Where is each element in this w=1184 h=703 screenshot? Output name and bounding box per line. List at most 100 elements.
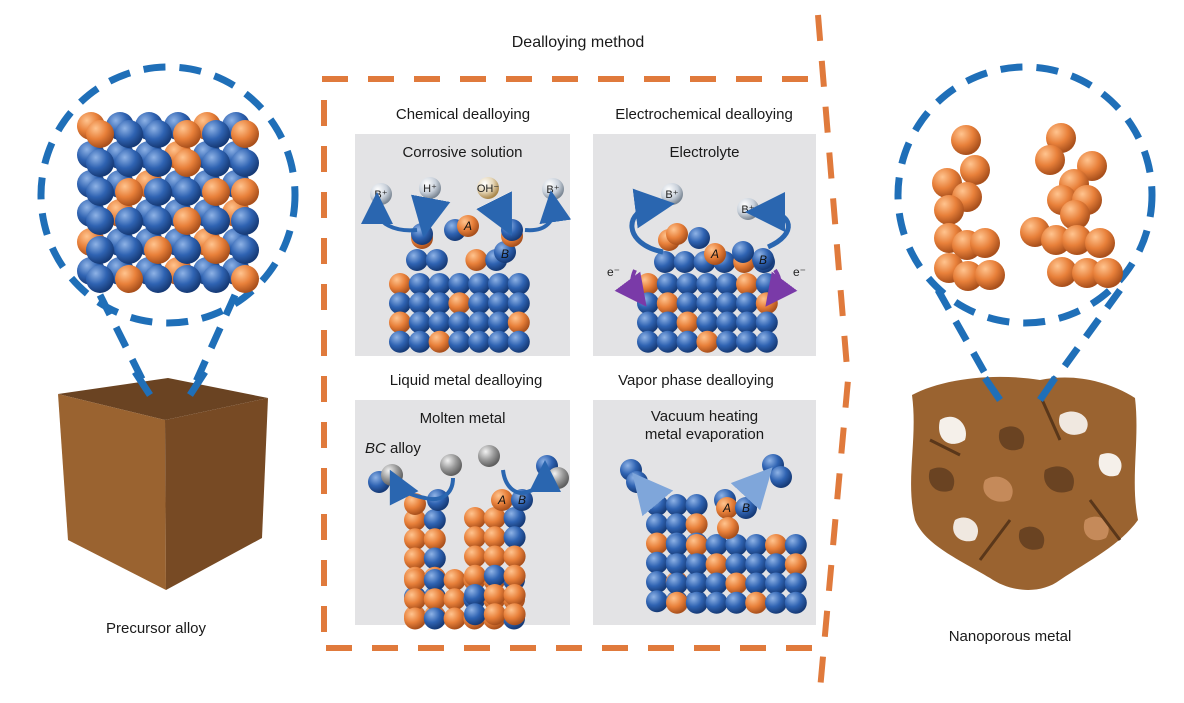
atom-b bbox=[144, 149, 172, 177]
atom-b bbox=[202, 265, 230, 293]
atom-b bbox=[784, 591, 807, 614]
atom-a bbox=[173, 207, 201, 235]
atom-b bbox=[423, 569, 446, 591]
atom-b bbox=[464, 603, 486, 626]
atom-b bbox=[144, 207, 172, 235]
atom-b bbox=[736, 330, 758, 353]
atom-a bbox=[202, 236, 230, 264]
atom-a bbox=[483, 526, 506, 549]
atom-a bbox=[464, 526, 486, 549]
atom-b bbox=[745, 553, 768, 576]
bc-alloy-annotation: BC alloy bbox=[365, 440, 421, 457]
atom-a bbox=[503, 564, 526, 587]
atom-b bbox=[115, 120, 143, 148]
arrow bbox=[745, 192, 791, 250]
atom-a bbox=[448, 292, 471, 315]
atom-b bbox=[755, 330, 778, 353]
atom-a bbox=[231, 265, 259, 293]
atom-a bbox=[464, 507, 486, 529]
atom-b bbox=[488, 311, 510, 334]
atom-a bbox=[404, 607, 426, 630]
atom-a bbox=[144, 236, 172, 264]
atom-b bbox=[483, 564, 506, 587]
atom-a bbox=[725, 572, 748, 595]
atom-b bbox=[408, 292, 431, 315]
atom-a bbox=[491, 489, 513, 511]
atom-b bbox=[656, 273, 679, 295]
atom-b bbox=[716, 330, 739, 353]
atom-a bbox=[404, 509, 426, 531]
atom-b bbox=[144, 178, 172, 206]
atom-a bbox=[443, 588, 466, 611]
method-title-vapor-phase: Vapor phase dealloying bbox=[618, 372, 774, 389]
site-label: B bbox=[742, 501, 750, 515]
atom-b bbox=[507, 292, 530, 315]
atom-b bbox=[725, 591, 748, 614]
atom-b bbox=[646, 590, 668, 613]
atom-b bbox=[428, 292, 451, 315]
atom-b bbox=[389, 330, 411, 353]
atom-b bbox=[656, 311, 679, 334]
atom-b bbox=[468, 311, 491, 334]
atom-b bbox=[173, 178, 201, 206]
atom-b bbox=[406, 249, 428, 271]
arrow bbox=[476, 191, 512, 236]
atom-b bbox=[423, 509, 446, 531]
atom-b bbox=[448, 273, 471, 295]
site-label: A bbox=[722, 501, 731, 515]
atom-b bbox=[705, 572, 728, 595]
atom-a bbox=[666, 223, 688, 245]
atom-b bbox=[666, 572, 688, 595]
ion-label: B⁺ bbox=[665, 189, 678, 201]
atom-b bbox=[425, 249, 448, 271]
atom-a bbox=[503, 545, 526, 568]
atom-b bbox=[86, 149, 114, 177]
atom-b bbox=[716, 273, 739, 295]
atom-b bbox=[408, 273, 431, 295]
atom-b bbox=[676, 330, 699, 353]
atom-b bbox=[173, 265, 201, 293]
atom-b bbox=[654, 251, 676, 273]
atom-a bbox=[1062, 225, 1092, 255]
atom-b bbox=[637, 292, 659, 315]
ion: B⁺ bbox=[542, 178, 564, 200]
atom-b bbox=[673, 251, 696, 273]
atom-b bbox=[503, 507, 526, 529]
atom-b bbox=[507, 330, 530, 353]
atom-a bbox=[736, 273, 758, 295]
atom-a bbox=[231, 120, 259, 148]
atom-b bbox=[86, 207, 114, 235]
arrow bbox=[524, 190, 572, 233]
atom-a bbox=[389, 311, 411, 334]
atom-a bbox=[389, 273, 411, 295]
method-title-chemical: Chemical dealloying bbox=[395, 106, 531, 123]
atom-a bbox=[685, 513, 708, 536]
site-label: B bbox=[518, 493, 526, 507]
arrow bbox=[501, 460, 561, 495]
atom-b bbox=[676, 292, 699, 315]
atom-a bbox=[1035, 145, 1065, 175]
atom-a bbox=[404, 569, 426, 591]
atom-b bbox=[745, 572, 768, 595]
atom-b bbox=[646, 494, 668, 516]
atom-a bbox=[784, 553, 807, 576]
atom-a bbox=[443, 569, 466, 591]
arrow bbox=[632, 472, 674, 517]
atom-a bbox=[423, 528, 446, 551]
atom-b bbox=[736, 311, 758, 334]
atom-a bbox=[464, 564, 486, 587]
atom-b bbox=[666, 534, 688, 556]
left-zoom-callout bbox=[37, 63, 299, 397]
atom-b bbox=[389, 292, 411, 315]
atom-b bbox=[202, 149, 230, 177]
method-title-liquid-metal: Liquid metal dealloying bbox=[389, 372, 543, 389]
site-label: B bbox=[759, 253, 767, 267]
atom-a bbox=[970, 228, 1000, 258]
ion-label: OH⁻ bbox=[477, 183, 500, 195]
atom-b bbox=[646, 571, 668, 593]
